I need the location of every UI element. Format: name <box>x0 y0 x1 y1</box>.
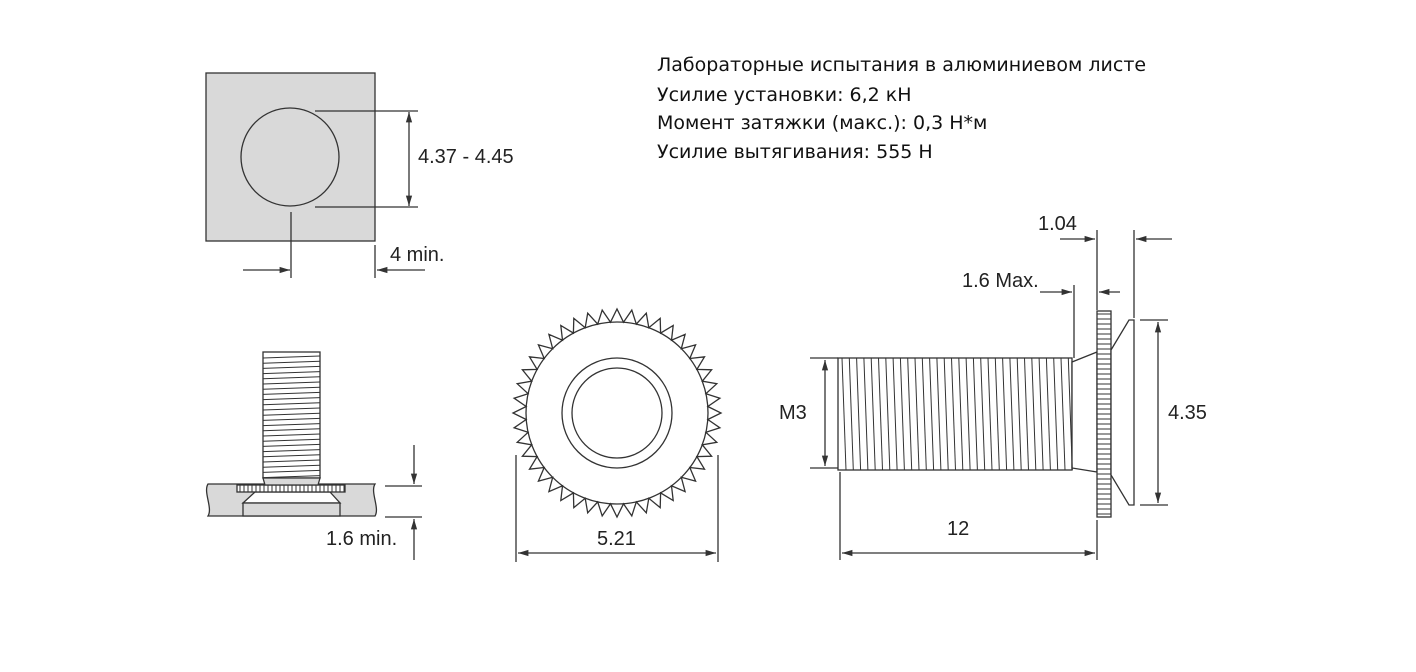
dim-hole-diameter: 4.37 - 4.45 <box>418 146 514 168</box>
hole-panel-view <box>205 72 425 278</box>
thread-line <box>1045 357 1051 471</box>
thread-line <box>262 412 321 416</box>
thread-line <box>1024 357 1029 471</box>
thread-line <box>262 454 321 458</box>
thread-line <box>863 357 869 471</box>
thread-line <box>262 402 321 406</box>
thread-line <box>262 428 321 432</box>
thread-line <box>262 360 321 364</box>
installed-side-view <box>205 351 422 560</box>
thread-line <box>262 433 321 437</box>
thread-line <box>878 357 883 471</box>
dim-shank-max: 1.6 Max. <box>962 270 1039 292</box>
dim-head-diameter: 4.35 <box>1168 402 1207 424</box>
thread-line <box>262 397 321 401</box>
thread-line <box>262 449 321 453</box>
thread-line <box>262 381 321 385</box>
thread-line <box>262 475 321 479</box>
thread-line <box>262 371 321 375</box>
thread-line <box>262 469 321 473</box>
thread-line <box>914 357 920 471</box>
dim-head-height: 1.04 <box>1038 213 1077 235</box>
thread-line <box>856 357 862 471</box>
thread-line <box>965 357 971 471</box>
thread-line <box>929 357 935 471</box>
thread-line <box>1038 357 1044 471</box>
thread-line <box>1031 357 1037 471</box>
thread-line <box>907 357 913 471</box>
note-pullout-force: Усилие вытягивания: 555 Н <box>657 141 933 163</box>
front-knurl-view <box>511 307 723 562</box>
thread-line <box>951 357 956 471</box>
thread-line <box>987 357 993 471</box>
note-max-torque: Момент затяжки (макс.): 0,3 Н*м <box>657 112 988 134</box>
thread-line <box>994 357 1000 471</box>
dim-length: 12 <box>947 518 970 540</box>
thread-line <box>262 391 321 395</box>
stud-side-view <box>810 230 1172 560</box>
dim-thread: M3 <box>779 402 807 424</box>
thread-line <box>262 459 321 463</box>
thread-line <box>980 357 986 471</box>
thread-line <box>899 357 905 471</box>
thread-line <box>885 357 891 471</box>
dim-sheet-thickness: 1.6 min. <box>326 528 398 550</box>
thread-line <box>972 357 978 471</box>
thread-line <box>262 438 321 442</box>
thread-line <box>1016 357 1022 471</box>
thread-line <box>892 357 898 471</box>
thread-line <box>262 407 321 411</box>
thread-line <box>262 365 321 369</box>
thread-line <box>262 417 321 421</box>
thread-line <box>958 357 964 471</box>
thread-line <box>262 386 321 390</box>
thread-line <box>936 357 942 471</box>
note-title: Лабораторные испытания в алюминиевом лис… <box>657 54 1147 76</box>
thread-line <box>262 355 321 359</box>
thread-line <box>1060 357 1066 471</box>
thread-line <box>262 376 321 380</box>
thread-line <box>262 464 321 468</box>
dim-edge-distance: 4 min. <box>390 244 445 266</box>
thread-line <box>921 357 927 471</box>
thread-line <box>870 357 876 471</box>
thread-line <box>848 357 854 471</box>
thread-line <box>943 357 949 471</box>
thread-line <box>1067 357 1073 471</box>
thread-line <box>262 443 321 447</box>
thread-line <box>1002 357 1008 471</box>
thread-line <box>1053 357 1059 471</box>
dim-knurl-diameter: 5.21 <box>597 528 636 550</box>
note-install-force: Усилие установки: 6,2 кН <box>657 84 912 106</box>
thread-line <box>1009 357 1015 471</box>
thread-line <box>262 423 321 427</box>
thread-line <box>841 357 847 471</box>
